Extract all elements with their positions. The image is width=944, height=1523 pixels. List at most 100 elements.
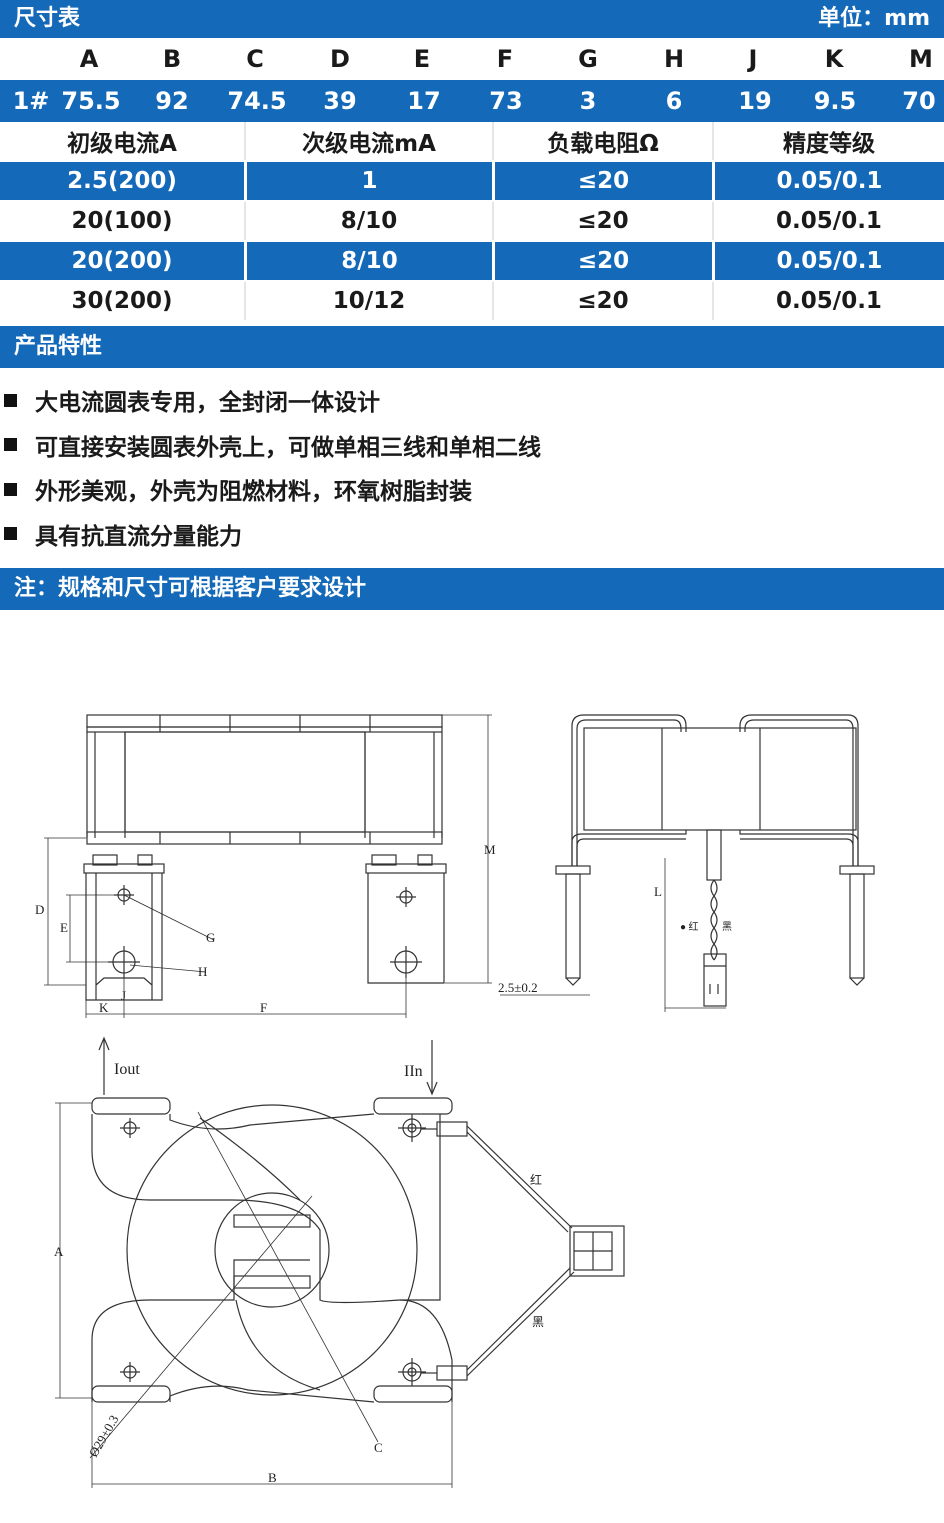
bullet-square-icon (4, 482, 17, 496)
dim-letter-m: M (909, 45, 933, 73)
spec-table: 初级电流A 次级电流mA 负载电阻Ω 精度等级 2.5(200) 1 ≤20 0… (0, 122, 944, 322)
dim-letter-k: K (824, 45, 844, 73)
table-row: 2.5(200) 1 ≤20 0.05/0.1 (0, 162, 944, 202)
cell-primary-current: 30(200) (71, 288, 173, 314)
label-a: A (54, 1244, 64, 1259)
red-wire-label: 红 (530, 1172, 542, 1187)
dim-letter-f: F (496, 45, 514, 73)
cell-load-resistance: ≤20 (492, 162, 712, 200)
cell-secondary-current: 10/12 (244, 282, 492, 320)
feature-text: 具有抗直流分量能力 (35, 523, 242, 550)
header-primary-current: 初级电流A (67, 131, 177, 157)
label-f: F (260, 1000, 267, 1015)
features-list: 大电流圆表专用，全封闭一体设计 可直接安装圆表外壳上，可做单相三线和单相二线 外… (0, 378, 944, 556)
dim-letter-j: J (748, 45, 758, 73)
twisted-wire (710, 879, 718, 961)
bullet-square-icon (4, 527, 17, 541)
cell-primary-current: 20(100) (71, 208, 173, 234)
dim-value-h: 6 (665, 87, 683, 115)
list-item: 外形美观，外壳为阻燃材料，环氧树脂封装 (0, 467, 944, 512)
table-row: 30(200) 10/12 ≤20 0.05/0.1 (0, 282, 944, 322)
technical-drawing: M D E G H J K F (0, 640, 944, 1523)
wire-legend-red: ● 红 (680, 920, 699, 933)
unit-label: 单位：mm (818, 6, 930, 31)
list-item: 具有抗直流分量能力 (0, 512, 944, 557)
leader-g (123, 894, 215, 941)
label-b: B (268, 1470, 277, 1485)
cell-secondary-current: 1 (244, 162, 492, 200)
model-label: 1# (12, 87, 50, 115)
cell-primary-current: 2.5(200) (67, 168, 177, 194)
dim-value-g: 3 (579, 87, 597, 115)
wire-connector (569, 1225, 625, 1277)
bullet-square-icon (4, 438, 17, 452)
feature-text: 大电流圆表专用，全封闭一体设计 (35, 390, 380, 417)
leader-c (197, 1111, 379, 1443)
dim-letter-c: C (246, 45, 264, 73)
dim-value-m: 70 (902, 87, 936, 115)
front-view: M D E G H J K F (35, 714, 496, 1018)
dimension-values-row: 1# 75.5 92 74.5 39 17 73 3 6 19 9.5 70 (0, 80, 944, 122)
top-plate (86, 714, 443, 728)
cell-primary-current: 20(200) (71, 248, 173, 274)
dimension-table-header: 尺寸表 单位：mm (0, 0, 944, 38)
dim-value-c: 74.5 (227, 87, 287, 115)
cell-load-resistance: ≤20 (492, 202, 712, 240)
cell-accuracy-class: 0.05/0.1 (712, 202, 944, 240)
dim-value-k: 9.5 (813, 87, 857, 115)
toroid-outer (126, 1104, 418, 1396)
dimension-table-title: 尺寸表 (14, 6, 81, 31)
label-g: G (206, 930, 215, 945)
dim-letter-a: A (79, 45, 99, 73)
leader-hole (89, 1195, 313, 1459)
list-item: 可直接安装圆表外壳上，可做单相三线和单相二线 (0, 423, 944, 468)
label-l: L (654, 884, 662, 899)
table-row: 20(100) 8/10 ≤20 0.05/0.1 (0, 202, 944, 242)
list-item: 大电流圆表专用，全封闭一体设计 (0, 378, 944, 423)
side-core-body (583, 727, 857, 831)
dimension-letters-row: A B C D E F G H J K M (0, 38, 944, 80)
dim-value-a: 75.5 (61, 87, 121, 115)
label-c: C (374, 1440, 383, 1455)
toroid-inner (214, 1192, 330, 1308)
hole-diameter-label: Ø29±0.3 (86, 1412, 122, 1459)
header-secondary-current: 次级电流mA (244, 122, 492, 160)
cell-secondary-current: 8/10 (244, 242, 492, 280)
iin-label: IIn (404, 1063, 423, 1080)
label-j: J (121, 988, 126, 1003)
label-e: E (60, 920, 68, 935)
dim-letter-e: E (413, 45, 431, 73)
dim-value-b: 92 (155, 87, 189, 115)
bullet-square-icon (4, 393, 17, 407)
cell-accuracy-class: 0.05/0.1 (712, 242, 944, 280)
header-accuracy-class: 精度等级 (712, 122, 944, 160)
dim-letter-d: D (330, 45, 350, 73)
dim-letter-h: H (663, 45, 685, 73)
terminal-tab-in (373, 1097, 453, 1115)
drawing-svg: M D E G H J K F (35, 714, 875, 1488)
cell-accuracy-class: 0.05/0.1 (712, 162, 944, 200)
cell-secondary-current: 8/10 (244, 202, 492, 240)
dim-value-f: 73 (489, 87, 523, 115)
feature-text: 外形美观，外壳为阻燃材料，环氧树脂封装 (35, 479, 472, 506)
cell-load-resistance: ≤20 (492, 242, 712, 280)
core-body (124, 731, 366, 833)
spec-table-header: 初级电流A 次级电流mA 负载电阻Ω 精度等级 (0, 122, 944, 162)
dim-letter-g: G (578, 45, 598, 73)
header-load-resistance: 负载电阻Ω (492, 122, 712, 160)
wire-legend-black: 黑 (722, 921, 732, 933)
leader-h (129, 964, 207, 973)
customization-note: 注：规格和尺寸可根据客户要求设计 (0, 568, 944, 610)
dim-value-e: 17 (407, 87, 441, 115)
cell-accuracy-class: 0.05/0.1 (712, 282, 944, 320)
dim-value-d: 39 (323, 87, 357, 115)
busbar-upper (91, 1114, 441, 1304)
iout-label: Iout (114, 1061, 140, 1078)
side-view: L 2.5±0.2 ● 红 黑 (498, 714, 875, 1012)
features-title: 产品特性 (0, 326, 944, 368)
black-wire-label: 黑 (532, 1315, 544, 1329)
label-h: H (198, 964, 207, 979)
side-connector (703, 953, 727, 1007)
cell-load-resistance: ≤20 (492, 282, 712, 320)
